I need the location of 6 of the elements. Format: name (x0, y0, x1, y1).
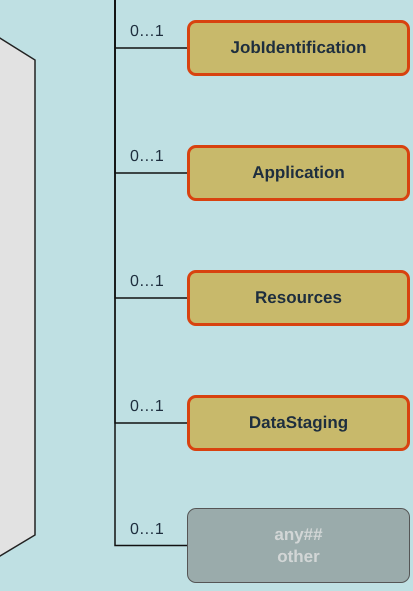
wildcard-element-box: any## other (187, 508, 410, 583)
element-box: DataStaging (187, 395, 410, 451)
element-box: Resources (187, 270, 410, 326)
element-box: JobIdentification (187, 20, 410, 76)
connector-line (114, 0, 187, 546)
element-box: Application (187, 145, 410, 201)
